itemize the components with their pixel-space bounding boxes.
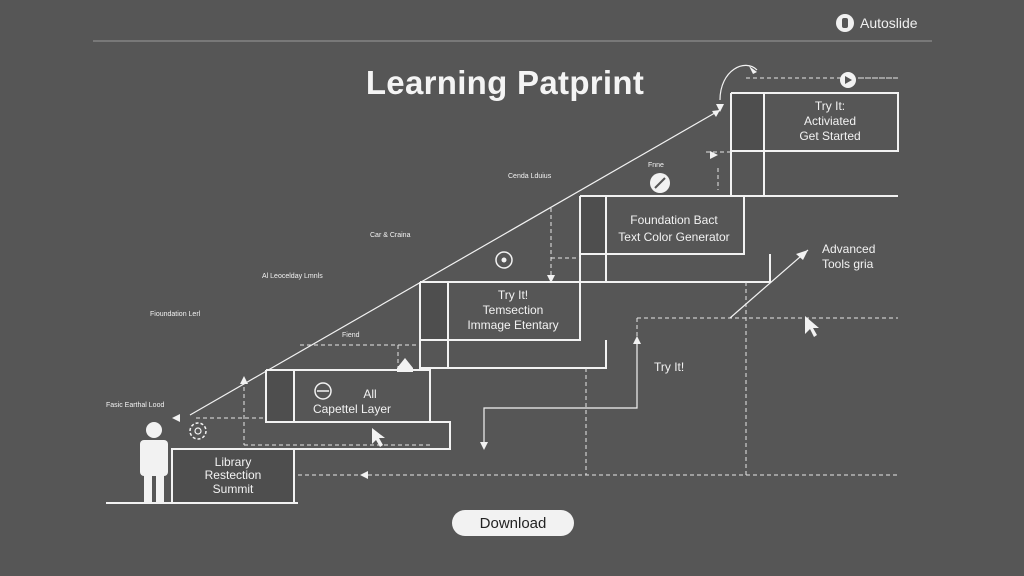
step-3-line-2: Temsection <box>483 303 544 317</box>
gear-icon <box>189 422 207 440</box>
cursor-icon <box>372 428 385 447</box>
step-faces <box>173 94 763 502</box>
autoslide-logo-icon <box>836 14 854 32</box>
mask-icon <box>314 382 332 400</box>
slope-arrowhead <box>712 110 720 117</box>
side-label-5: Cenda Lduius <box>508 173 552 180</box>
advanced-label-line-1: Advanced <box>822 242 875 256</box>
slope-line <box>189 109 721 416</box>
step-3-line-1: Try It! <box>498 288 528 302</box>
target-icon <box>495 251 513 269</box>
pen-icon <box>650 173 670 193</box>
step-4-line-1: Foundation Bact <box>630 213 718 227</box>
step-5-line-2: Activiated <box>804 114 856 128</box>
person-icon <box>140 422 168 503</box>
side-label-6: Fnne <box>648 162 664 169</box>
guide-lines <box>196 77 898 476</box>
connector-lines <box>483 64 809 445</box>
page-title: Learning Patprint <box>365 64 645 101</box>
side-label-4: Car & Craina <box>370 232 411 239</box>
step-3-line-3: Immage Etentary <box>467 318 558 332</box>
advanced-label-line-2: Tools gria <box>822 257 874 271</box>
brand: Autoslide <box>836 14 918 32</box>
step-5-line-1: Try It: <box>815 99 845 113</box>
step-4-line-2: Text Color Generator <box>618 230 729 244</box>
try-it-label: Try It! <box>654 360 684 374</box>
step-labels: Library Restection Summit All Capettel L… <box>205 99 861 496</box>
pointer-icon <box>805 316 819 337</box>
play-badge-icon <box>840 72 856 88</box>
house-icon <box>397 358 413 372</box>
brand-name: Autoslide <box>860 15 918 31</box>
step-2-line-2: Capettel Layer <box>313 402 391 416</box>
side-label-1: Fasic Earthal Lood <box>106 402 164 409</box>
side-label-2: Fioundation Lerl <box>150 311 201 318</box>
stair-outline <box>171 92 899 504</box>
arrowheads <box>172 66 808 479</box>
step-5-line-3: Get Started <box>799 129 860 143</box>
step-2-line-1: All <box>363 387 376 401</box>
step-1-line-3: Summit <box>213 482 254 496</box>
download-button[interactable]: Download <box>452 510 574 536</box>
annotations: Advanced Tools gria Try It! Fasic Eartha… <box>106 162 875 409</box>
step-1-line-2: Restection <box>205 468 262 482</box>
step-1-line-1: Library <box>215 455 252 469</box>
side-label-7: Fiend <box>342 332 360 339</box>
side-label-3: Al Leocelday Lmnls <box>262 273 323 280</box>
